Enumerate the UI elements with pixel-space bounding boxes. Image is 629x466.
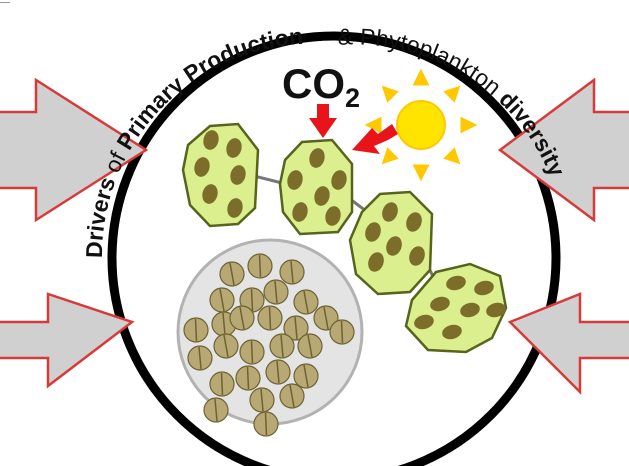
diatom-disc: [239, 339, 265, 365]
diatom-disc: [283, 315, 309, 341]
diatom-disc: [265, 359, 291, 385]
diatom-disc: [183, 317, 209, 343]
phytoplankton-cell-2: [278, 138, 354, 236]
diatom-disc: [329, 319, 355, 345]
diatom-disc: [263, 279, 289, 305]
driver-arrow-top-left: [0, 77, 149, 223]
driver-arrow-bottom-right: [507, 292, 629, 396]
diatom-disc: [269, 333, 295, 359]
diatom-disc: [293, 363, 319, 389]
diatom-disc: [257, 305, 283, 331]
light-arrow-icon: [352, 124, 398, 154]
diatom-disc: [279, 383, 305, 409]
diatom-disc: [279, 259, 305, 285]
diatom-disc: [229, 305, 255, 331]
diatom-disc: [187, 345, 213, 371]
diatom-disc: [313, 305, 339, 331]
phytoplankton-cell-1: [181, 122, 260, 228]
diatom-disc: [209, 371, 235, 397]
diatom-disc: [297, 333, 323, 359]
diatom-disc: [247, 253, 273, 279]
diatom-discs: [183, 253, 355, 437]
phytoplankton-cell-4: [404, 262, 508, 354]
co2-arrow-icon: [309, 104, 337, 138]
diatom-disc: [213, 333, 239, 359]
co2-label: CO2: [282, 60, 360, 113]
diatom-disc: [235, 365, 261, 391]
sun-icon: [364, 68, 478, 182]
diatom-disc: [293, 289, 319, 315]
diatom-disc: [249, 387, 275, 413]
diatom-disc: [219, 261, 245, 287]
diatom-disc: [209, 287, 235, 313]
driver-arrow-top-right: [497, 77, 629, 223]
diatom-disc: [253, 411, 279, 437]
diatom-cluster: [176, 238, 364, 437]
driver-arrow-bottom-left: [0, 292, 135, 389]
phytoplankton-cell-3: [348, 190, 434, 296]
frame-edge-top: [0, 2, 10, 3]
diatom-disc: [203, 397, 229, 423]
